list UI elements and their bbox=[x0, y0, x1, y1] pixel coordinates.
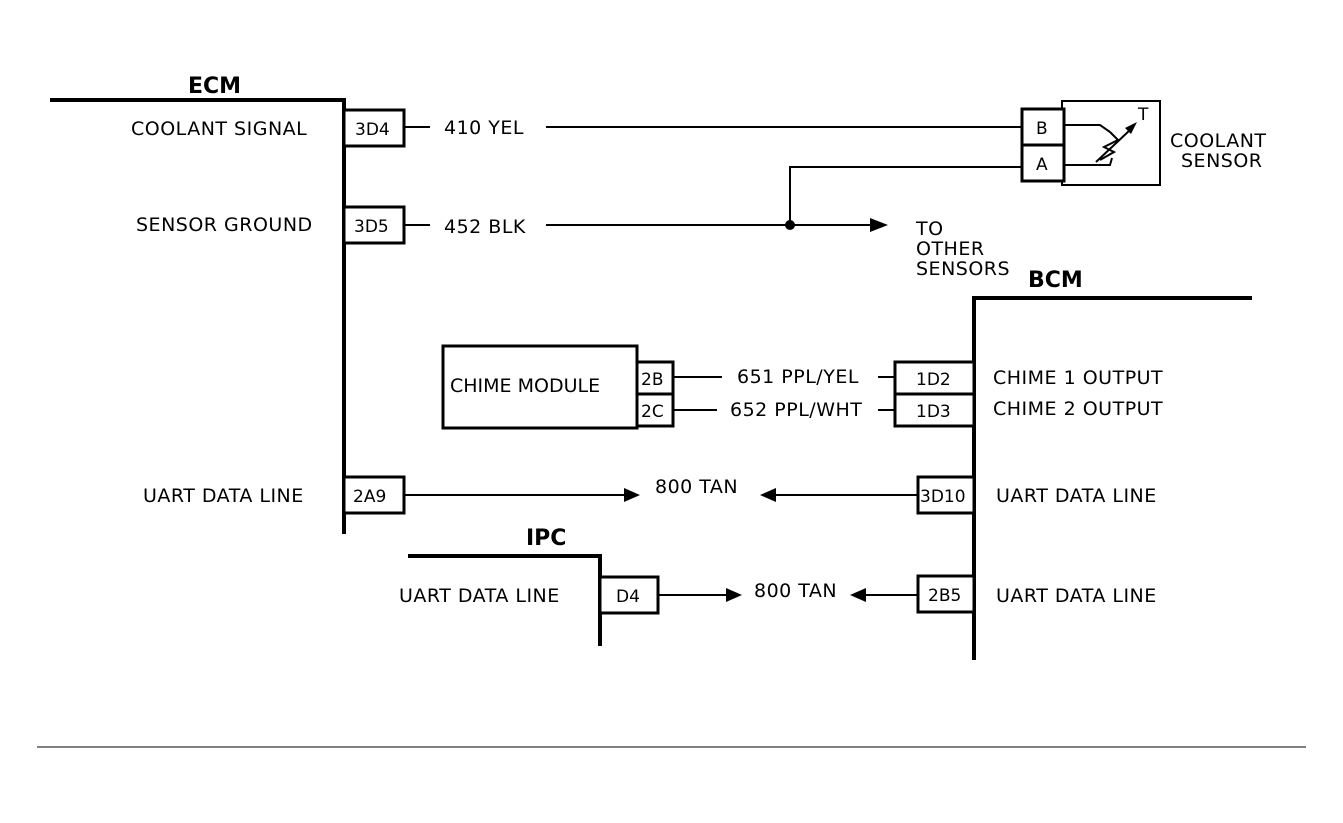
ipc-title: IPC bbox=[526, 526, 566, 551]
ecm-pin-box-2a9 bbox=[342, 475, 406, 515]
thermistor-icon bbox=[1064, 122, 1137, 166]
ipc-pin-d4: D4 bbox=[616, 587, 640, 607]
bcm-pin-1d2: 1D2 bbox=[916, 370, 951, 390]
uart-ecm-bcm: 800 TAN bbox=[404, 476, 918, 502]
bcm-pin-3d10: 3D10 bbox=[920, 487, 966, 507]
ecm-pin-3d5: 3D5 bbox=[354, 217, 389, 237]
uart-arrow-left-1 bbox=[760, 488, 776, 502]
coolant-circuit: 410 YEL 452 BLK TO OTHER SENSORS bbox=[404, 117, 1022, 280]
ecm-bus-line bbox=[50, 98, 346, 534]
uart-arrow-right-1 bbox=[624, 488, 640, 502]
bcm-title: BCM bbox=[1028, 268, 1083, 293]
ipc-bus-line bbox=[408, 554, 602, 646]
ecm-pin-box-3d5 bbox=[342, 205, 406, 245]
uart-wire-label-1: 800 TAN bbox=[655, 476, 738, 498]
uart-arrow-left-2 bbox=[850, 588, 866, 602]
coolant-sensor-title-line2: SENSOR bbox=[1181, 150, 1263, 172]
wire-410-label: 410 YEL bbox=[444, 117, 524, 139]
other-sensors-line1: TO bbox=[915, 218, 944, 240]
sensor-pin-a: A bbox=[1036, 155, 1048, 175]
bcm-uart-label-1: UART DATA LINE bbox=[996, 485, 1157, 507]
bcm-pin-2b5: 2B5 bbox=[928, 586, 961, 606]
uart-wire-label-2: 800 TAN bbox=[754, 580, 837, 602]
bcm-module: BCM 1D2 CHIME 1 OUTPUT 1D3 CHIME 2 OUTPU… bbox=[893, 268, 1252, 660]
chime-pin-box-2c bbox=[635, 392, 675, 428]
bcm-bus-line bbox=[972, 296, 1252, 660]
bcm-uart-label-2: UART DATA LINE bbox=[996, 585, 1157, 607]
other-sensors-line2: OTHER bbox=[916, 238, 985, 260]
ecm-title: ECM bbox=[188, 74, 241, 99]
ecm-pin-box-3d4 bbox=[342, 108, 406, 148]
bcm-chime2-label: CHIME 2 OUTPUT bbox=[993, 398, 1163, 420]
thermistor-symbol-label: T bbox=[1137, 105, 1149, 125]
wire-ground-to-sensor bbox=[789, 166, 1022, 225]
uart-arrow-right-2 bbox=[726, 588, 742, 602]
coolant-sensor: B A T COOLANT SENSOR bbox=[1020, 100, 1267, 186]
bcm-pin-1d3: 1D3 bbox=[916, 402, 951, 422]
ecm-pin-2a9: 2A9 bbox=[353, 487, 386, 507]
chime-pin-2c: 2C bbox=[641, 402, 664, 422]
bcm-chime1-label: CHIME 1 OUTPUT bbox=[993, 367, 1163, 389]
chime-module-title: CHIME MODULE bbox=[450, 375, 600, 397]
ecm-sensor-ground-label: SENSOR GROUND bbox=[136, 214, 313, 236]
chime-pin-2b: 2B bbox=[641, 370, 663, 390]
ecm-uart-label: UART DATA LINE bbox=[143, 485, 304, 507]
arrow-to-other-sensors bbox=[870, 218, 888, 232]
ipc-module: IPC UART DATA LINE D4 800 TAN bbox=[399, 526, 918, 646]
ipc-uart-label: UART DATA LINE bbox=[399, 585, 560, 607]
sensor-pin-b: B bbox=[1036, 119, 1048, 139]
chime-module: CHIME MODULE 2B 2C 651 PPL/YEL 652 PPL/W… bbox=[441, 344, 895, 430]
wire-452-label: 452 BLK bbox=[444, 216, 526, 238]
wire-652-label: 652 PPL/WHT bbox=[730, 399, 862, 421]
ecm-module: ECM COOLANT SIGNAL 3D4 SENSOR GROUND 3D5… bbox=[50, 74, 406, 534]
chime-pin-box-2b bbox=[635, 360, 675, 396]
coolant-sensor-title-line1: COOLANT bbox=[1170, 130, 1267, 152]
ipc-pin-box-d4 bbox=[598, 575, 660, 615]
other-sensors-line3: SENSORS bbox=[916, 258, 1010, 280]
chime-module-body bbox=[441, 344, 639, 430]
sensor-pin-box-a bbox=[1020, 143, 1066, 183]
ecm-pin-3d4: 3D4 bbox=[355, 120, 390, 140]
ecm-coolant-signal-label: COOLANT SIGNAL bbox=[131, 118, 307, 140]
wire-651-label: 651 PPL/YEL bbox=[737, 366, 859, 388]
sensor-pin-box-b bbox=[1020, 107, 1066, 147]
